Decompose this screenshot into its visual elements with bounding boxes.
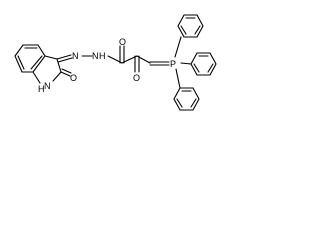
atom-o-lactam: O [70,73,77,83]
imine-double-bond [56,54,73,63]
phenyl-ring-bottom [173,87,200,111]
chemical-structure: N N H O O P H N O [14,14,217,111]
bond-p-phenyl-bottom [175,68,181,89]
phenyl-ring-top [177,14,204,38]
bond-p-phenyl-right [180,62,192,65]
amide-double-bond [119,45,125,64]
atom-h-on-n2: H [99,51,106,61]
atom-n2: N [92,51,99,61]
ketone-double-bond [134,55,140,73]
bond-nh-amide [107,55,123,64]
bond-p-phenyl-top [174,36,182,58]
benzene-ring [14,44,46,73]
atom-n1: N [72,51,79,61]
atom-o-amide: O [119,37,126,47]
atom-h-on-nh: H [38,84,45,94]
atom-nh: N [44,81,51,91]
phenyl-ring-right [190,52,217,76]
lactam-double-bond [60,68,72,77]
lactam-ring [32,55,62,84]
atom-o-ketone: O [133,73,140,83]
ylide-double-bond [149,61,170,66]
atom-p: P [170,59,176,69]
